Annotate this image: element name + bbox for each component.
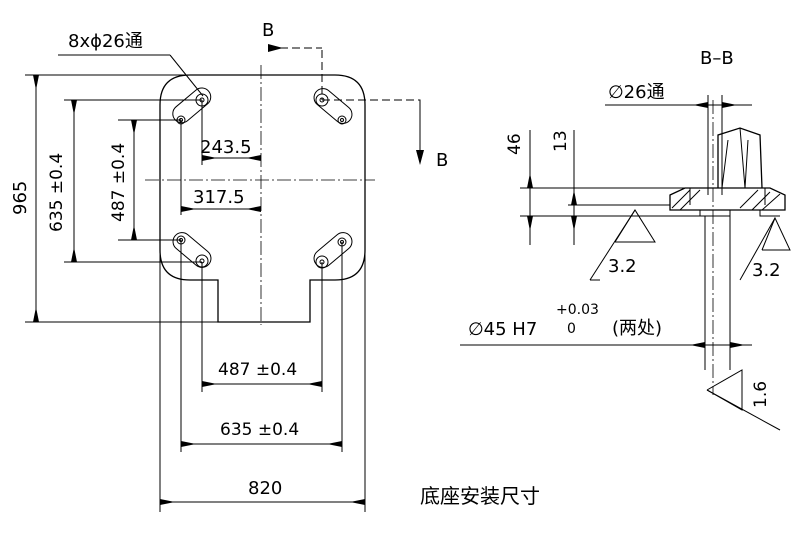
plan-view: B B 8xϕ26通 965 635 ±0.4 487 ±0.4 243.5 [10,20,448,512]
section-cut-line [268,44,424,165]
bore-fit-label: ∅45 H7 [468,319,537,340]
dim-317-label: 317.5 [193,187,245,208]
height-635-label: 635 ±0.4 [47,153,67,232]
section-hatch [671,189,781,211]
tolerance-lower: 0 [567,321,576,337]
section-marker-right: B [436,150,448,171]
height-965-label: 965 [10,181,31,215]
dim-243-label: 243.5 [200,137,252,158]
roughness-symbol-1 [589,209,656,281]
mounting-slot-bottom-left [172,232,212,268]
roughness-label-1: 3.2 [608,256,637,277]
upper-column [717,127,763,189]
width-635-label: 635 ±0.4 [220,420,299,440]
roughness-label-3: 1.6 [751,381,771,408]
section-view: B–B ∅26通 46 [460,48,791,431]
base-section-profile [669,187,786,211]
mounting-slot-bottom-right [313,232,353,269]
roughness-symbol-3 [706,369,781,431]
tolerance-upper: +0.03 [556,302,599,318]
roughness-symbol-2 [739,216,791,281]
dim-46-label: 46 [505,133,525,155]
bore-note: (两处) [612,318,662,339]
width-487-label: 487 ±0.4 [218,360,297,380]
roughness-label-2: 3.2 [752,260,781,281]
section-marker-top: B [262,20,274,41]
section-title: B–B [700,48,734,69]
hole-through-label: ∅26通 [608,82,665,103]
mounting-slot-top-right [313,88,353,125]
drawing-caption: 底座安装尺寸 [420,484,540,508]
hole-callout: 8xϕ26通 [68,31,143,52]
base-outline [159,74,366,323]
dim-13-label: 13 [551,130,571,152]
height-487-label: 487 ±0.4 [109,143,129,222]
width-820-label: 820 [248,478,282,499]
